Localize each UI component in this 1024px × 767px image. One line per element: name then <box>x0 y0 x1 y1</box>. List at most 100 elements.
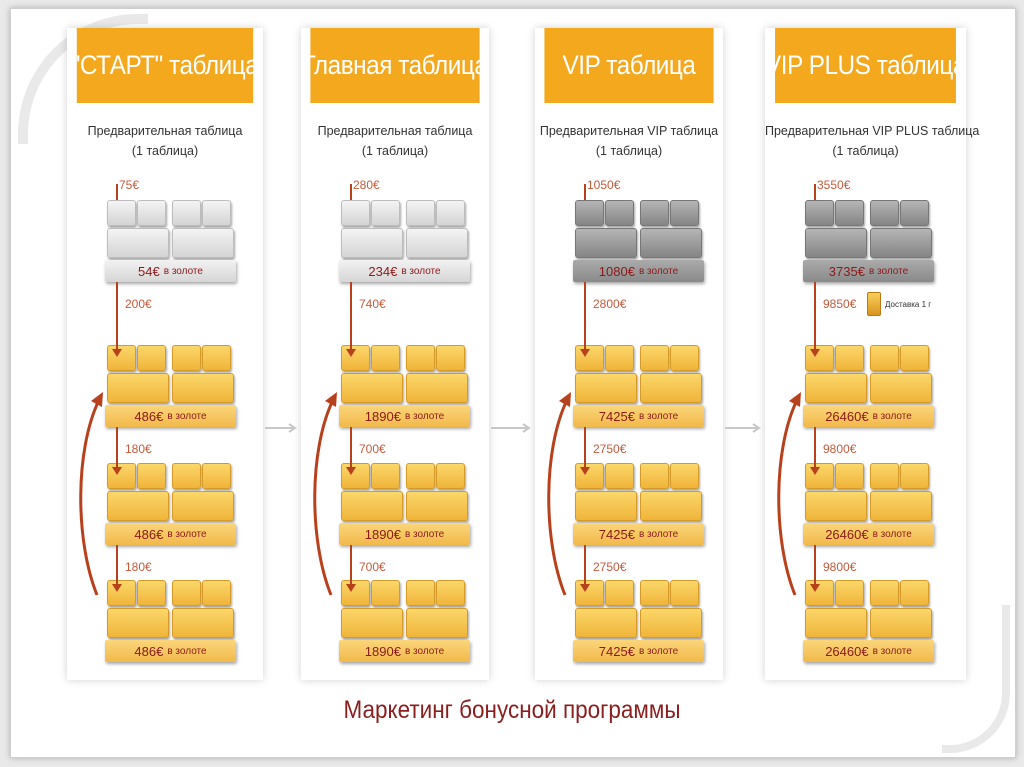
brick-block: 1080€в золоте <box>573 200 704 284</box>
brick <box>371 200 400 226</box>
brick <box>900 463 929 489</box>
gold-suffix: в золоте <box>638 645 679 657</box>
brick-block: 54€в золоте <box>105 200 236 284</box>
gold-value: 1890€ <box>364 408 401 424</box>
brick <box>835 200 864 226</box>
brick <box>670 580 699 606</box>
brick <box>436 200 465 226</box>
brick <box>575 200 604 226</box>
stage-amount: 2750€ <box>593 442 627 456</box>
brick <box>107 491 169 521</box>
brick <box>341 373 403 403</box>
gold-value: 7425€ <box>598 643 635 659</box>
brick <box>870 228 932 258</box>
brick <box>172 373 234 403</box>
gold-value-label: 486€в золоте <box>105 640 236 662</box>
brick-block: 26460€в золоте <box>803 345 934 429</box>
brick <box>341 228 403 258</box>
stage-amount: 180€ <box>125 442 152 456</box>
brick <box>605 345 634 371</box>
brick <box>202 345 231 371</box>
gold-value: 1080€ <box>598 263 635 279</box>
brick <box>870 200 899 226</box>
gold-value-label: 1890€в золоте <box>339 523 470 545</box>
brick <box>137 200 166 226</box>
gold-suffix: в золоте <box>868 265 909 277</box>
gold-suffix: в золоте <box>401 265 441 277</box>
delivery-note: Доставка 1 г <box>867 292 931 316</box>
brick <box>172 345 201 371</box>
brick <box>670 345 699 371</box>
brick <box>436 580 465 606</box>
brick <box>870 580 899 606</box>
brick <box>640 608 702 638</box>
brick <box>406 608 468 638</box>
brick-block: 486€в золоте <box>105 463 236 547</box>
brick <box>202 463 231 489</box>
stage-amount: 9850€ <box>823 297 857 311</box>
gold-suffix: в золоте <box>167 645 207 657</box>
down-arrow <box>346 427 356 475</box>
delivery-text: Доставка 1 г <box>885 299 932 309</box>
brick <box>640 463 669 489</box>
gold-value-label: 486€в золоте <box>105 405 236 427</box>
down-arrow <box>810 427 820 475</box>
gold-value: 234€ <box>368 263 398 279</box>
gold-suffix: в золоте <box>404 645 445 657</box>
column-header: VIP таблица <box>544 28 714 103</box>
stage-amount: 9800€ <box>823 442 857 456</box>
brick-block: 7425€в золоте <box>573 463 704 547</box>
down-arrow <box>112 282 122 357</box>
brick <box>805 608 867 638</box>
column-subtitle: Предварительная VIP PLUS таблица(1 табли… <box>765 121 979 161</box>
brick <box>341 491 403 521</box>
brick <box>900 345 929 371</box>
brick <box>202 200 231 226</box>
brick-block: 486€в золоте <box>105 345 236 429</box>
down-arrow <box>112 427 122 475</box>
gold-suffix: в золоте <box>872 645 912 657</box>
gold-value-label: 54€в золоте <box>105 260 236 282</box>
entry-amount: 75€ <box>119 178 140 192</box>
gold-value: 26460€ <box>825 408 869 424</box>
brick <box>202 580 231 606</box>
subtitle-line: (1 таблица) <box>832 144 899 158</box>
brick <box>900 200 929 226</box>
gold-suffix: в золоте <box>167 410 207 422</box>
stage-amount: 2800€ <box>593 297 627 311</box>
subtitle-line: Предварительная таблица <box>87 124 243 138</box>
stage-amount: 9800€ <box>823 560 857 574</box>
brick <box>870 373 932 403</box>
brick <box>406 463 435 489</box>
brick <box>172 491 234 521</box>
down-arrow <box>580 282 590 357</box>
brick <box>341 200 370 226</box>
gold-suffix: в золоте <box>404 410 445 422</box>
brick <box>137 580 166 606</box>
gold-value-label: 26460€в золоте <box>803 640 934 662</box>
brick <box>107 373 169 403</box>
brick <box>670 463 699 489</box>
brick <box>640 373 702 403</box>
brick <box>640 228 702 258</box>
down-arrow <box>112 545 122 592</box>
brick <box>172 580 201 606</box>
brick <box>870 491 932 521</box>
stage-amount: 700€ <box>359 560 386 574</box>
column-subtitle: Предварительная таблица(1 таблица) <box>301 121 489 161</box>
column-subtitle: Предварительная VIP таблица(1 таблица) <box>535 121 723 161</box>
gold-suffix: в золоте <box>638 265 679 277</box>
gold-suffix: в золоте <box>163 265 203 277</box>
brick <box>575 608 637 638</box>
column-subtitle: Предварительная таблица(1 таблица) <box>67 121 263 161</box>
gold-suffix: в золоте <box>638 528 679 540</box>
entry-amount: 280€ <box>353 178 380 192</box>
brick <box>371 580 400 606</box>
brick <box>605 463 634 489</box>
brick <box>371 345 400 371</box>
brick <box>870 345 899 371</box>
brick <box>137 345 166 371</box>
gold-value: 26460€ <box>825 643 869 659</box>
brick <box>107 228 169 258</box>
brick <box>870 463 899 489</box>
